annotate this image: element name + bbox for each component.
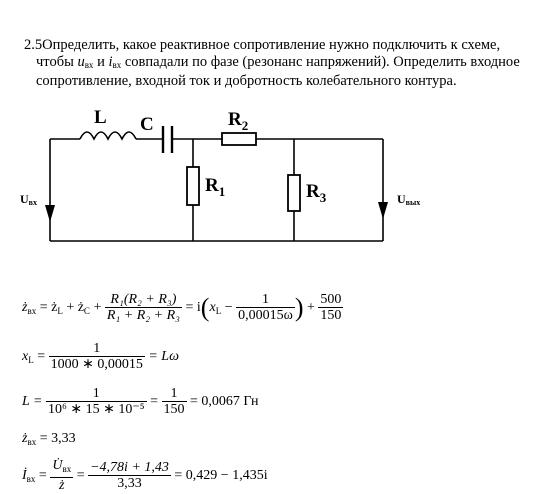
problem-line-3: сопротивление, входной ток и добротность… xyxy=(36,73,457,90)
label-u-out: Uвых xyxy=(397,192,420,207)
label-u-in: Uвх xyxy=(20,192,37,207)
label-R3: R3 xyxy=(306,181,327,205)
problem-statement: 2.5Определить, какое реактивное сопротив… xyxy=(24,37,529,90)
resistor-r3 xyxy=(287,174,301,212)
resistor-r1 xyxy=(186,166,200,206)
output-voltage-arrow-icon xyxy=(378,202,388,219)
label-R2: R2 xyxy=(228,109,248,133)
label-R1: R1 xyxy=(205,175,225,199)
input-voltage-arrow-icon xyxy=(45,205,55,222)
problem-line-2: чтобы uвх и iвх совпадали по фазе (резон… xyxy=(36,53,520,70)
label-C: C xyxy=(140,114,154,135)
resistor-r2 xyxy=(221,132,257,146)
formula-zin-value: żвх = 3,33 xyxy=(22,431,76,447)
formula-input-impedance: żвх = żL + żC + R₁(R₂ + R₃)R₁ + R₂ + R₃ … xyxy=(22,292,344,323)
fraction: R₁(R₂ + R₃)R₁ + R₂ + R₃ xyxy=(104,292,182,323)
inductor-symbol xyxy=(79,131,137,141)
label-L: L xyxy=(94,107,107,128)
problem-line-1: 2.5Определить, какое реактивное сопротив… xyxy=(24,37,501,53)
circuit-diagram: L C R2 R1 R3 Uвх Uвых xyxy=(20,107,420,242)
problem-number: 2.5 xyxy=(24,37,43,53)
